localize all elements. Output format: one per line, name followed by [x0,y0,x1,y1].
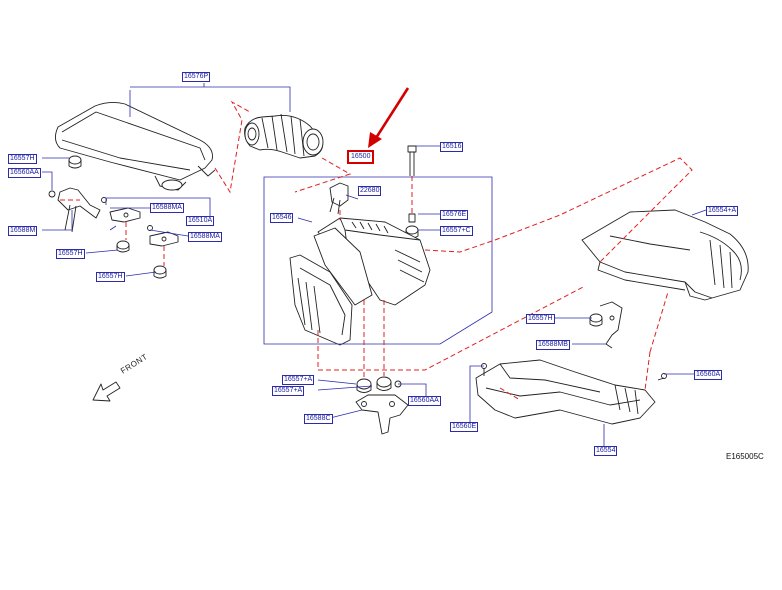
part-label-16557C: 16557+C [440,226,473,236]
part-label-16516: 16516 [440,142,464,152]
right-bracket [589,301,623,349]
drawing-code: E165005C [726,452,764,461]
part-label-16560AA: 16560AA [8,168,41,178]
part-label-16560A: 16560A [694,370,723,380]
part-label-16557A-a: 16557+A [282,375,315,385]
part-label-16557H-d: 16557H [526,314,555,324]
air-inlet-resonator [55,101,216,191]
part-label-16588MA-a: 16588MA [150,203,184,213]
air-flow-sensor [329,182,349,215]
part-label-16576E: 16576E [440,210,469,220]
part-label-16557H-b: 16557H [56,249,85,259]
part-label-16554: 16554 [594,446,618,456]
part-label-16588M: 16588M [8,226,38,236]
part-label-16500-highlighted[interactable]: 16500 [347,150,375,164]
part-label-16588C: 16588C [304,414,333,424]
bolt-16516 [405,145,419,239]
part-label-16588MB: 16588MB [536,340,570,350]
part-label-16546: 16546 [270,213,294,223]
part-label-16554A: 16554+A [706,206,739,216]
left-small-parts [48,155,179,279]
lower-bracket-parts [355,376,409,435]
air-cleaner-case [289,217,431,346]
intake-hose-bellows [244,113,324,159]
part-label-16557A-b: 16557+A [272,386,305,396]
part-label-16557H-c: 16557H [96,272,125,282]
part-label-16576P: 16576P [182,72,211,82]
red-pointer-arrow [368,87,410,148]
part-label-16588MA-b: 16588MA [188,232,222,242]
part-label-16557H-a: 16557H [8,154,37,164]
part-label-16510A: 16510A [186,216,215,226]
part-label-16560AA-b: 16560AA [408,396,441,406]
air-duct-lower [475,359,667,425]
part-label-22680: 22680 [358,186,382,196]
part-label-16560E: 16560E [450,422,479,432]
front-arrow-icon [92,381,121,402]
